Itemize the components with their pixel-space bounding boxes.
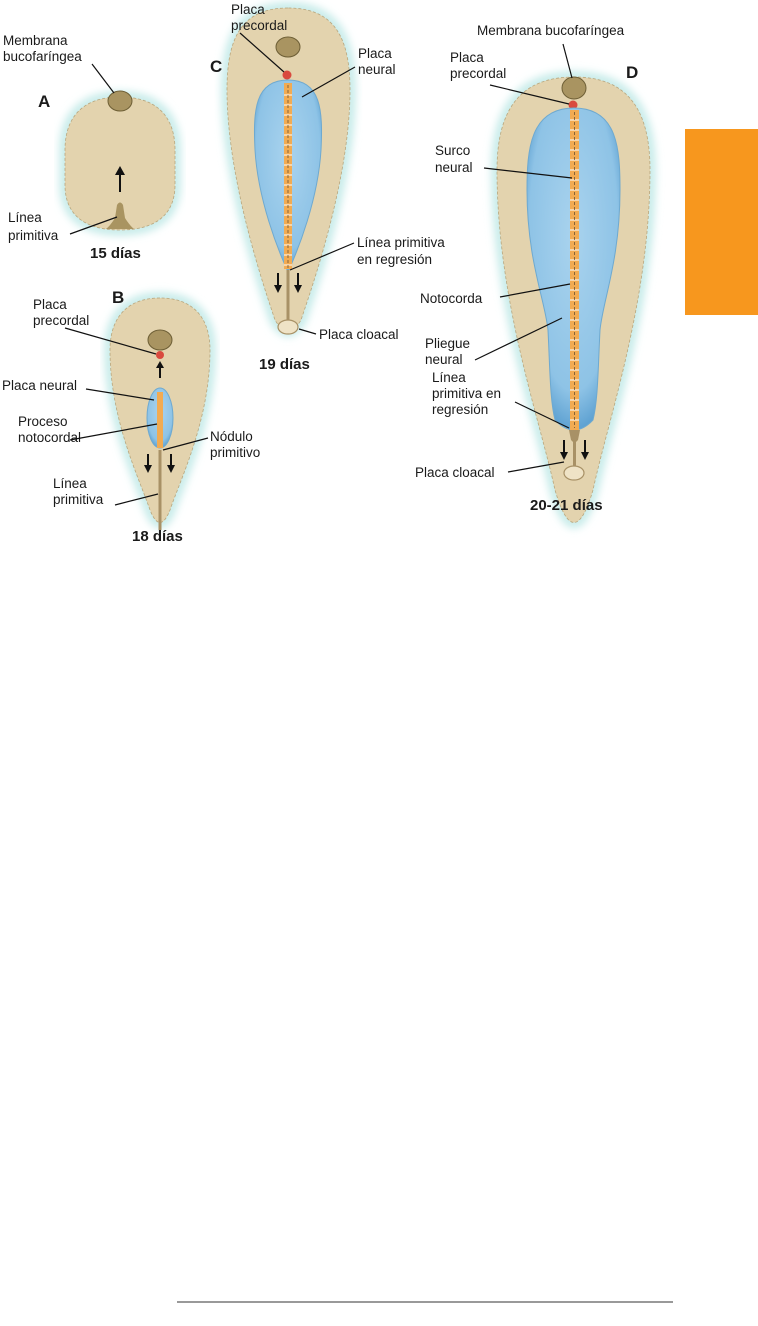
primitive-streak (569, 430, 580, 468)
panel-d: D Membrana bucofaríngea Placa precordal … (415, 23, 657, 529)
panel-b: B Placa precordal Placa neural Proceso n… (2, 288, 260, 545)
label: primitiva (8, 228, 59, 243)
label: Nódulo (210, 429, 253, 444)
arrow-up-icon (156, 361, 164, 378)
arrow-down-icon (144, 454, 152, 473)
label: primitivo (210, 445, 260, 460)
label: Membrana (3, 33, 68, 48)
prechordal-plate (282, 70, 292, 80)
arrow-down-icon (294, 273, 302, 293)
label: neural (435, 160, 473, 175)
age-label: 15 días (90, 245, 141, 262)
prechordal-plate (156, 351, 164, 359)
label: neural (358, 62, 396, 77)
prechordal-plate (568, 100, 578, 110)
label: Membrana bucofaríngea (477, 23, 625, 38)
label: Placa (450, 50, 484, 65)
label: regresión (432, 402, 488, 417)
oropharyngeal-membrane (275, 36, 301, 58)
arrow-down-icon (274, 273, 282, 293)
label: Línea primitiva (357, 235, 445, 250)
cloacal-plate (277, 319, 299, 335)
age-label: 18 días (132, 528, 183, 545)
arrow-down-icon (167, 454, 175, 473)
label: precordal (450, 66, 506, 81)
oropharyngeal-membrane (107, 90, 133, 112)
label: Surco (435, 143, 470, 158)
panel-c: C Placa precordal Placa neural Línea pri… (210, 1, 445, 373)
panel-a: A Membrana bucofaríngea Línea primitiva … (3, 33, 181, 262)
age-label: 19 días (259, 356, 310, 373)
label: Línea (8, 210, 42, 225)
label: Proceso (18, 414, 68, 429)
panel-letter: C (210, 57, 222, 76)
label: precordal (33, 313, 89, 328)
age-label: 20-21 días (530, 497, 603, 514)
arrow-up-icon (115, 166, 125, 192)
cloacal-plate (563, 465, 585, 481)
primitive-streak (106, 202, 134, 229)
panel-letter: B (112, 288, 124, 307)
label: Placa (358, 46, 392, 61)
chapter-tab (685, 129, 758, 315)
label: bucofaríngea (3, 49, 82, 64)
label: notocordal (18, 430, 81, 445)
label: primitiva (53, 492, 104, 507)
label: Notocorda (420, 291, 483, 306)
label: Línea (432, 370, 466, 385)
label: Placa neural (2, 378, 77, 393)
label: en regresión (357, 252, 432, 267)
label: Placa (231, 2, 265, 17)
oropharyngeal-membrane (561, 76, 587, 100)
panel-letter: A (38, 92, 50, 111)
label: neural (425, 352, 463, 367)
arrow-down-icon (581, 440, 589, 460)
embryo-disc-a (64, 96, 176, 231)
arrow-down-icon (560, 440, 568, 460)
label: Pliegue (425, 336, 470, 351)
label: precordal (231, 18, 287, 33)
panel-letter: D (626, 63, 638, 82)
label: Placa (33, 297, 67, 312)
label: primitiva en (432, 386, 501, 401)
label: Placa cloacal (415, 465, 495, 480)
oropharyngeal-membrane (147, 329, 173, 351)
notochordal-process (157, 392, 163, 448)
label: Placa cloacal (319, 327, 399, 342)
label: Línea (53, 476, 87, 491)
